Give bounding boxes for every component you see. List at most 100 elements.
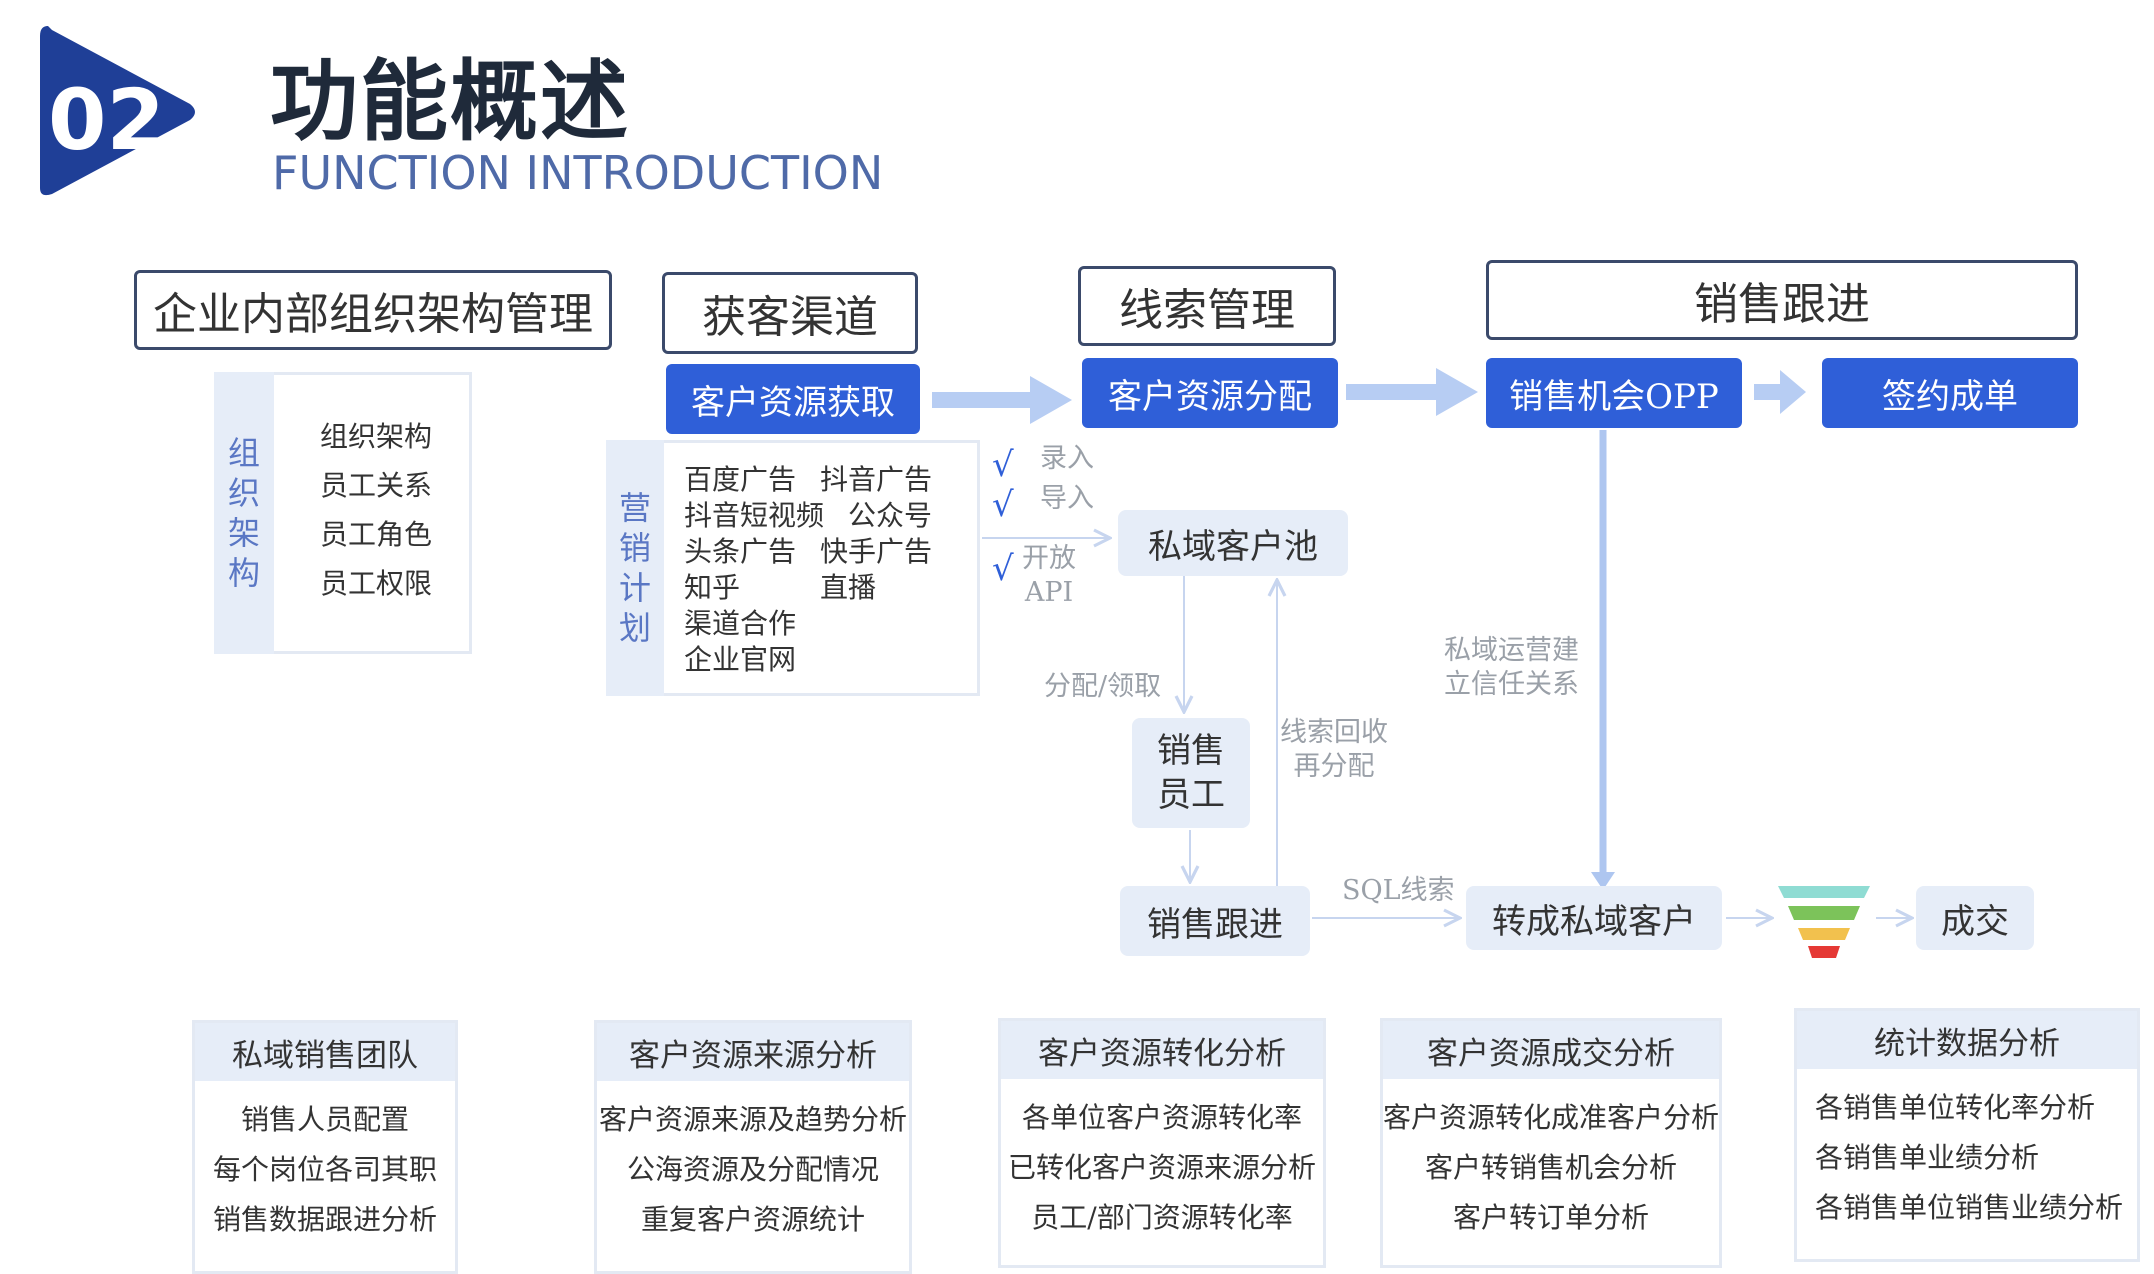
funnel-layer-2 (1788, 906, 1860, 920)
funnel-layer-1 (1778, 886, 1870, 898)
page-subtitle: FUNCTION INTRODUCTION (272, 146, 884, 200)
org-item-list: 组织架构 员工关系 员工角色 员工权限 (320, 412, 432, 608)
org-side-char: 架 (227, 514, 260, 552)
flow-arrow-acquire-assign (932, 376, 1072, 424)
card-items: 客户资源来源及趋势分析 公海资源及分配情况 重复客户资源统计 (597, 1081, 909, 1245)
card-item: 各单位客户资源转化率 (1021, 1101, 1302, 1134)
funnel-layer-3 (1798, 928, 1850, 940)
recycle-line: 再分配 (1293, 751, 1375, 782)
convert-private-box[interactable]: 转成私域客户 (1466, 886, 1722, 950)
card-deal-analysis: 客户资源成交分析 客户资源转化成准客户分析 客户转销售机会分析 客户转订单分析 (1380, 1018, 1722, 1268)
card-title: 客户资源成交分析 (1383, 1021, 1719, 1079)
flow-arrow-opp-sign (1754, 370, 1806, 414)
card-title: 私域销售团队 (195, 1023, 455, 1081)
org-item: 员工关系 (320, 469, 433, 502)
sales-staff-box[interactable]: 销售 员工 (1132, 718, 1250, 828)
section-org-header: 企业内部组织架构管理 (134, 270, 612, 350)
assign-claim-label: 分配/领取 (1044, 671, 1162, 702)
marketing-side-char: 计 (618, 569, 651, 607)
check-icon: √ (992, 485, 1014, 525)
channel-row: 知乎直播 (684, 570, 932, 606)
flow-arrow-assign-opp (1346, 368, 1478, 416)
acquire-button[interactable]: 客户资源获取 (666, 364, 920, 434)
card-title: 客户资源转化分析 (1001, 1021, 1323, 1079)
card-item: 每个岗位各司其职 (212, 1153, 437, 1186)
check-icon: √ (992, 549, 1014, 589)
private-pool-box[interactable]: 私域客户池 (1118, 510, 1348, 576)
card-item: 重复客户资源统计 (640, 1203, 865, 1236)
marketing-side-char: 销 (618, 529, 651, 567)
card-item: 客户转订单分析 (1452, 1201, 1649, 1234)
private-ops-line: 立信任关系 (1444, 669, 1579, 700)
opp-button[interactable]: 销售机会OPP (1486, 358, 1742, 428)
check-label-open: 开放 (1022, 543, 1076, 574)
channel-item: 公众号 (848, 499, 933, 532)
check-icon: √ (992, 445, 1014, 485)
private-ops-label: 私域运营建 立信任关系 (1444, 634, 1579, 702)
section-number-badge (40, 26, 195, 196)
page-title: 功能概述 (270, 50, 631, 153)
channel-item: 快手广告 (820, 535, 933, 568)
card-title: 客户资源来源分析 (597, 1023, 909, 1081)
recycle-label: 线索回收 再分配 (1280, 716, 1388, 784)
sales-staff-line: 员工 (1157, 775, 1225, 815)
recycle-line: 线索回收 (1280, 717, 1388, 748)
channel-item: 直播 (820, 571, 877, 604)
channel-row: 渠道合作 (684, 606, 932, 642)
org-side-char: 织 (227, 474, 260, 512)
private-ops-line: 私域运营建 (1444, 635, 1579, 666)
card-item: 销售人员配置 (240, 1103, 409, 1136)
assign-button[interactable]: 客户资源分配 (1082, 358, 1338, 428)
card-items: 客户资源转化成准客户分析 客户转销售机会分析 客户转订单分析 (1383, 1079, 1719, 1243)
card-items: 各单位客户资源转化率 已转化客户资源来源分析 员工/部门资源转化率 (1001, 1079, 1323, 1243)
check-label-import: 导入 (1040, 483, 1094, 514)
org-side-char: 构 (227, 554, 260, 592)
channel-item: 抖音短视频 (684, 499, 825, 532)
card-item: 已转化客户资源来源分析 (1007, 1151, 1316, 1184)
channel-item: 企业官网 (684, 643, 797, 676)
sales-follow-box[interactable]: 销售跟进 (1120, 886, 1310, 956)
check-label-input: 录入 (1040, 443, 1094, 474)
deal-box[interactable]: 成交 (1916, 886, 2034, 950)
card-title: 统计数据分析 (1797, 1011, 2137, 1069)
card-conversion-analysis: 客户资源转化分析 各单位客户资源转化率 已转化客户资源来源分析 员工/部门资源转… (998, 1018, 1326, 1268)
card-items: 销售人员配置 每个岗位各司其职 销售数据跟进分析 (195, 1081, 455, 1245)
section-sales-header: 销售跟进 (1486, 260, 2078, 340)
org-item: 组织架构 (320, 420, 433, 453)
sales-staff-line: 销售 (1157, 731, 1225, 771)
marketing-channel-grid: 百度广告抖音广告 抖音短视频公众号 头条广告快手广告 知乎直播 渠道合作 企业官… (684, 462, 932, 678)
card-item: 各销售单位转化率分析 (1815, 1091, 2096, 1124)
channel-row: 抖音短视频公众号 (684, 498, 932, 534)
check-label-api-text: API (1024, 577, 1074, 608)
card-statistics: 统计数据分析 各销售单位转化率分析 各销售单业绩分析 各销售单位销售业绩分析 (1794, 1008, 2140, 1262)
channel-row: 头条广告快手广告 (684, 534, 932, 570)
marketing-panel (606, 440, 980, 696)
org-item: 员工角色 (320, 518, 433, 551)
section-leads-header: 线索管理 (1078, 266, 1336, 346)
sql-leads-label: SQL线索 (1342, 875, 1455, 906)
card-item: 客户资源来源及趋势分析 (598, 1103, 907, 1136)
funnel-layer-4 (1808, 946, 1840, 958)
marketing-side-strip: 营 销 计 划 (606, 440, 664, 696)
channel-item: 抖音广告 (820, 463, 933, 496)
marketing-side-char: 划 (618, 609, 651, 647)
org-item: 员工权限 (320, 567, 433, 600)
card-item: 客户转销售机会分析 (1424, 1151, 1677, 1184)
card-item: 各销售单业绩分析 (1815, 1141, 2040, 1174)
channel-item: 渠道合作 (684, 607, 797, 640)
marketing-side-char: 营 (618, 489, 651, 527)
card-item: 各销售单位销售业绩分析 (1815, 1191, 2124, 1224)
card-source-analysis: 客户资源来源分析 客户资源来源及趋势分析 公海资源及分配情况 重复客户资源统计 (594, 1020, 912, 1274)
card-item: 客户资源转化成准客户分析 (1383, 1101, 1720, 1134)
sign-button[interactable]: 签约成单 (1822, 358, 2078, 428)
check-label-api: 开放 API (1022, 542, 1076, 610)
card-item: 员工/部门资源转化率 (1031, 1201, 1293, 1234)
channel-row: 企业官网 (684, 642, 932, 678)
channel-item: 头条广告 (684, 535, 797, 568)
org-side-strip: 组 织 架 构 (214, 372, 274, 654)
section-acquire-header: 获客渠道 (662, 272, 918, 354)
org-side-char: 组 (227, 434, 260, 472)
card-sales-team: 私域销售团队 销售人员配置 每个岗位各司其职 销售数据跟进分析 (192, 1020, 458, 1274)
channel-row: 百度广告抖音广告 (684, 462, 932, 498)
